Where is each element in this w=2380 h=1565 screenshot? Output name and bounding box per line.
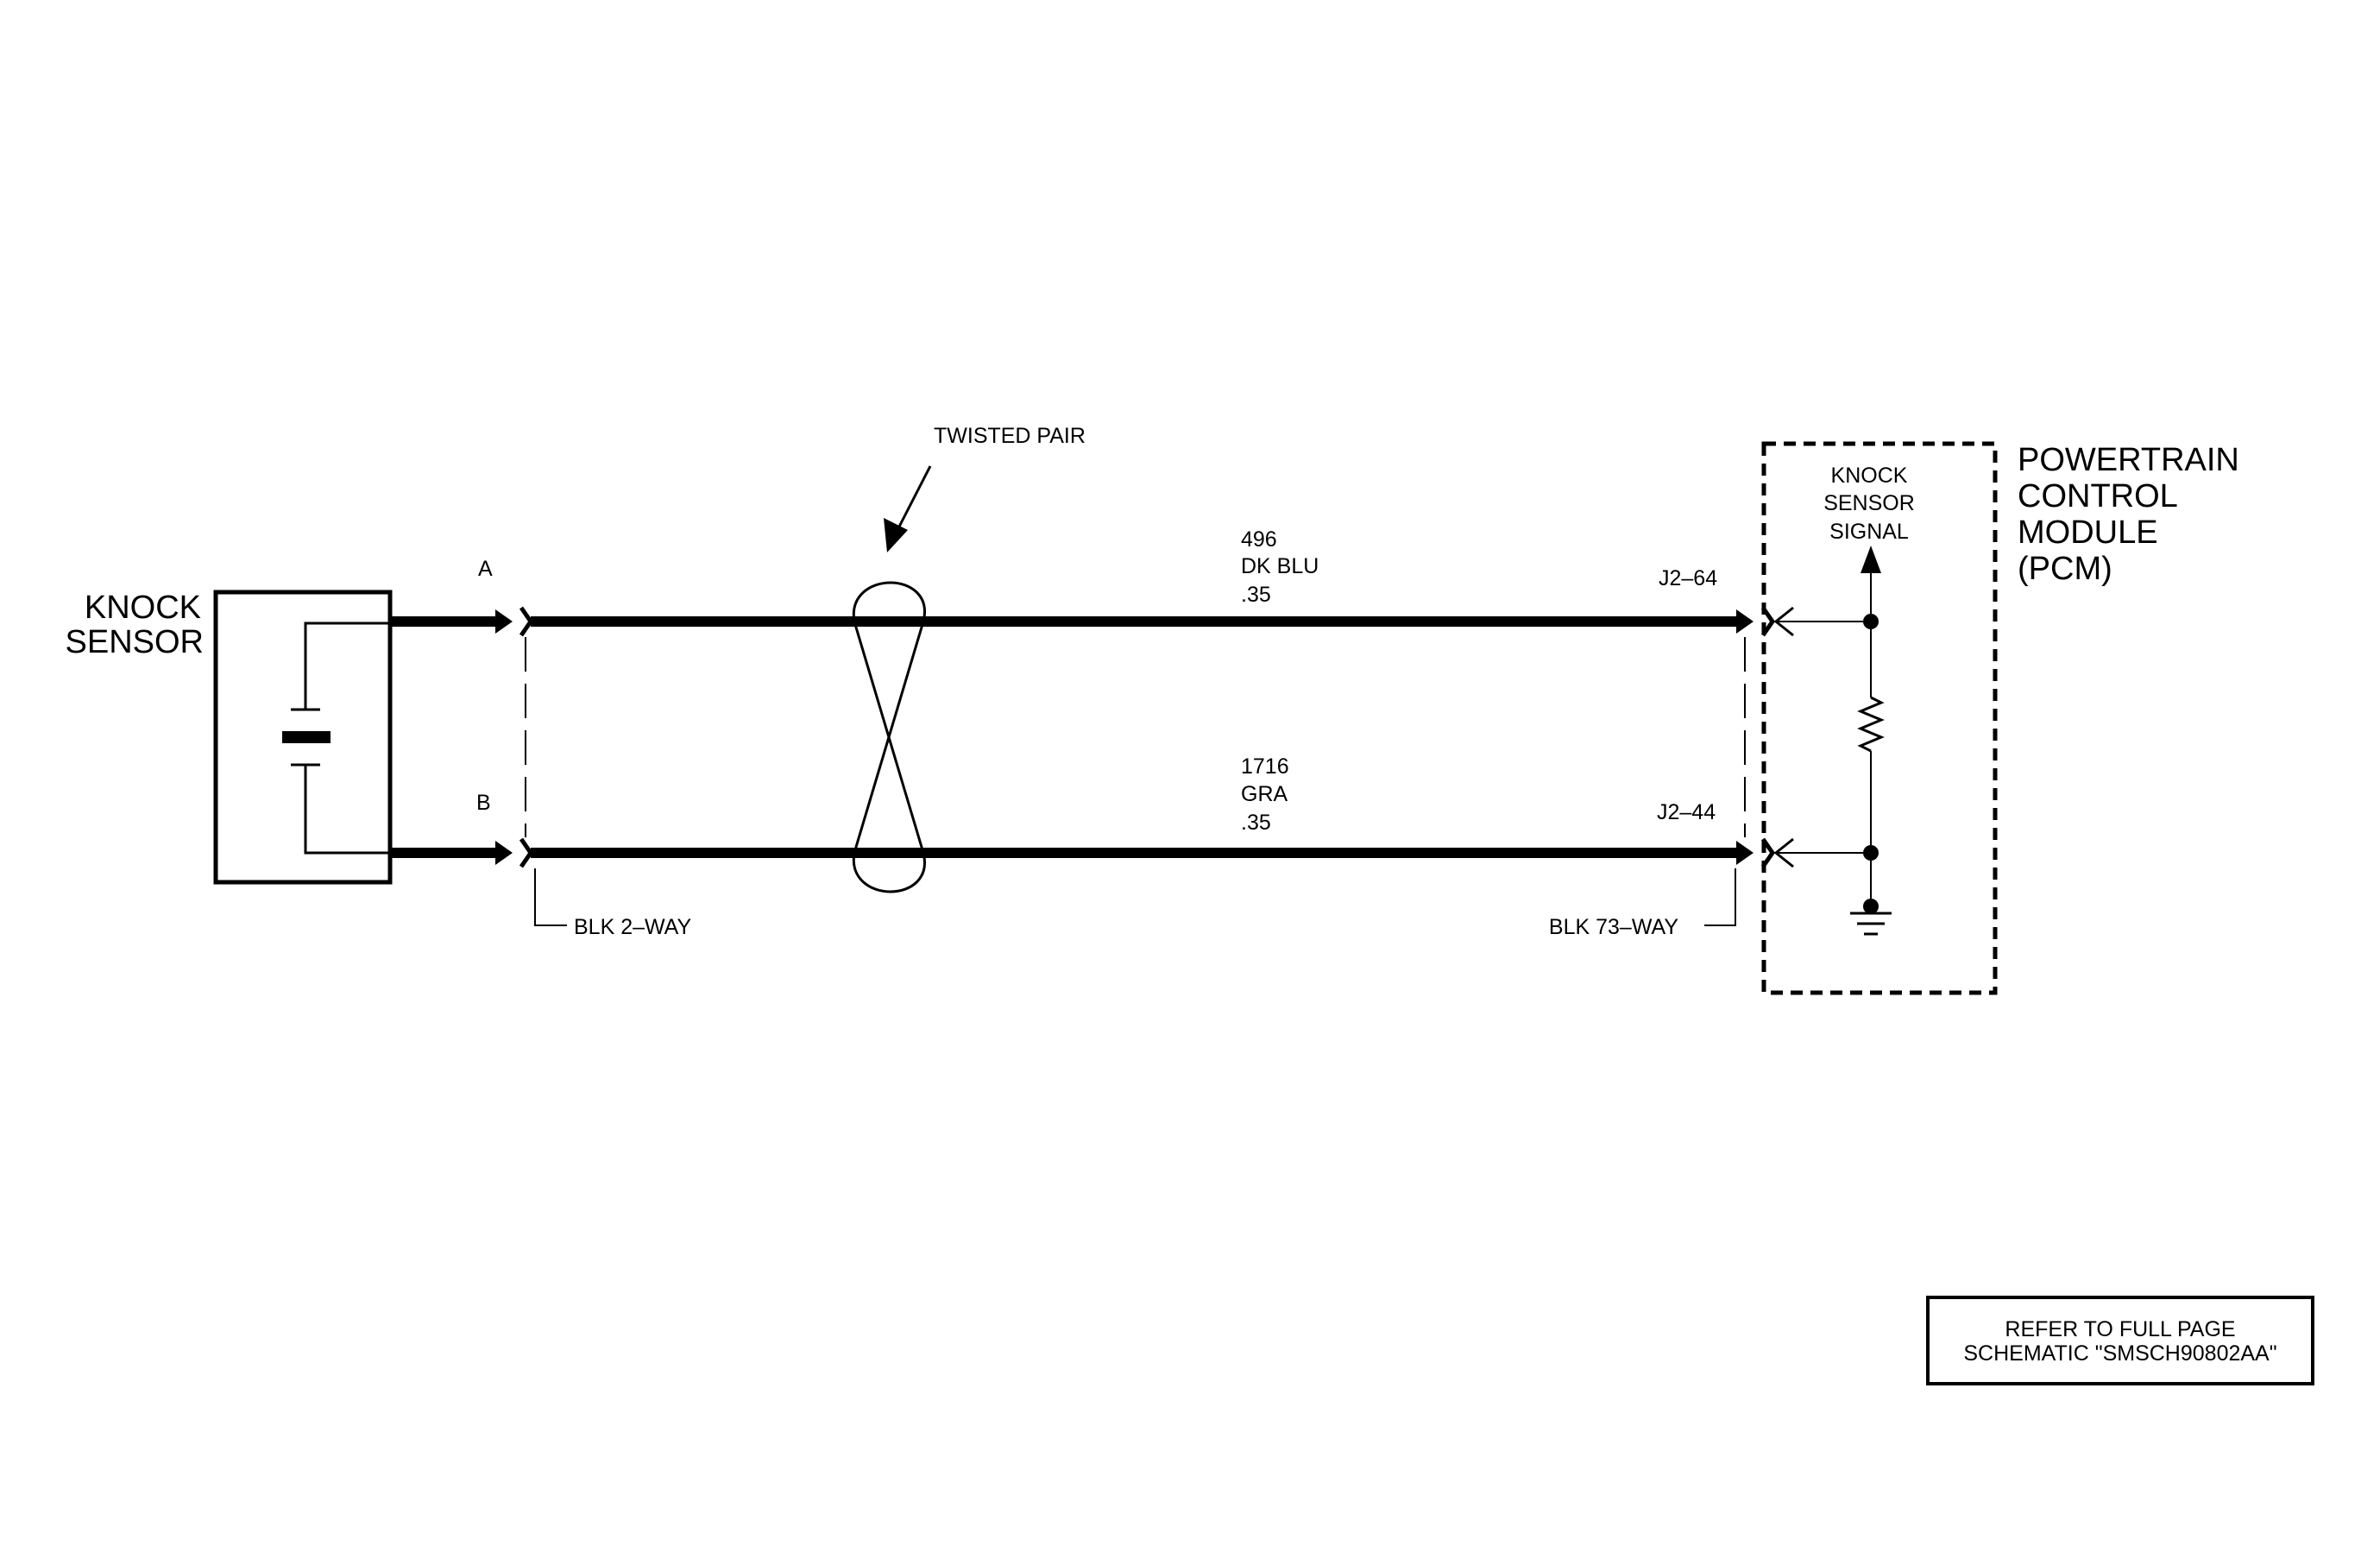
ground-junction-dot: [1863, 899, 1879, 914]
twisted-pair-arrow-head: [884, 518, 908, 552]
wire-a-gauge: .35: [1241, 583, 1271, 607]
reference-box: [1926, 1296, 2314, 1385]
pcm-input-arrow-b: [1773, 837, 1794, 868]
connector-leader-left: [534, 868, 567, 926]
junction-dot-bottom: [1863, 845, 1879, 861]
reference-line-2: SCHEMATIC "SMSCH90802AA": [1963, 1341, 2276, 1366]
sensor-internal-wiring: [304, 622, 390, 855]
pcm-connector: J2–64 J2–44 BLK 73–WAY: [1549, 566, 1776, 939]
pcm-title-3: MODULE: [2018, 514, 2158, 551]
connector-arrow-a: [495, 609, 513, 634]
pcm-dashed-boundary: [1761, 441, 1998, 995]
pcm-signal-arrow: [1861, 546, 1881, 573]
twisted-pair-symbol: TWISTED PAIR: [852, 424, 1086, 893]
knock-sensor-label-1: KNOCK: [85, 590, 201, 626]
pcm-signal-label-1: KNOCK: [1831, 464, 1908, 488]
connector-chevron-b: [519, 837, 534, 868]
pcm-connector-chevron-b: [1760, 837, 1776, 868]
pcm-signal-label-3: SIGNAL: [1829, 520, 1909, 544]
wire-b-color: GRA: [1241, 782, 1288, 806]
knock-sensor-label-2: SENSOR: [66, 624, 204, 660]
connector-leader-right: [1704, 868, 1736, 926]
pin-a-label: A: [478, 557, 493, 581]
sensor-connector: A B BLK 2–WAY: [390, 557, 691, 939]
reference-line-1: REFER TO FULL PAGE: [2005, 1317, 2235, 1341]
knock-sensor-box: [213, 590, 393, 885]
pcm-pin-j2-64: J2–64: [1659, 566, 1717, 590]
pcm-connector-arrow-b: [1736, 841, 1754, 865]
connector-arrow-b: [495, 841, 513, 865]
sensor-connector-label: BLK 2–WAY: [574, 915, 691, 939]
pcm-connector-label: BLK 73–WAY: [1549, 915, 1678, 939]
pcm-signal-label-2: SENSOR: [1823, 491, 1915, 515]
pcm-title-4: (PCM): [2018, 551, 2112, 587]
resistor-zigzag: [1857, 696, 1885, 753]
junction-dot-top: [1863, 614, 1879, 629]
pcm-pin-j2-44: J2–44: [1657, 800, 1716, 824]
wire-a-color: DK BLU: [1241, 554, 1319, 578]
wire-b-gauge: .35: [1241, 811, 1271, 835]
twisted-pair-loop: [852, 581, 926, 893]
knock-sensor-component: KNOCK SENSOR: [66, 590, 393, 885]
twisted-pair-arrow-shaft: [896, 465, 932, 531]
twisted-pair-label: TWISTED PAIR: [934, 424, 1086, 448]
connector-chevron-a: [519, 606, 534, 637]
pcm-connector-chevron-a: [1760, 606, 1776, 637]
sensor-piezo-element: [282, 731, 331, 743]
pcm-title-1: POWERTRAIN: [2018, 442, 2239, 478]
ground-icon: [1850, 912, 1892, 936]
wire-b-circuit: 1716: [1241, 754, 1289, 779]
pcm-connector-arrow-a: [1736, 609, 1754, 634]
pcm-input-arrow-a: [1773, 606, 1794, 637]
pcm-title-2: CONTROL: [2018, 478, 2178, 514]
wire-a-circuit: 496: [1241, 527, 1277, 552]
pcm-module: KNOCK SENSOR SIGNAL POWERTRAIN CONTROL M…: [1761, 441, 2239, 995]
reference-note: REFER TO FULL PAGE SCHEMATIC "SMSCH90802…: [1926, 1296, 2314, 1385]
pin-b-label: B: [476, 791, 491, 815]
